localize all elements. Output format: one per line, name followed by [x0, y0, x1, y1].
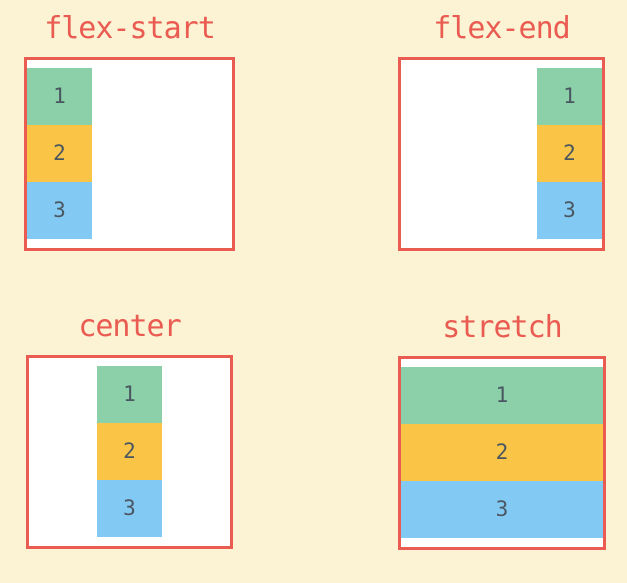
panel-title-stretch: stretch — [442, 310, 562, 345]
flex-item-3: 3 — [27, 182, 92, 239]
flex-item-2: 2 — [97, 423, 162, 480]
panel-flex-end: flex-end 1 2 3 — [398, 10, 605, 251]
flex-item-3: 3 — [401, 481, 603, 538]
flex-item-2: 2 — [27, 125, 92, 182]
panel-flex-start: flex-start 1 2 3 — [24, 10, 235, 251]
flex-item-2: 2 — [401, 424, 603, 481]
flex-item-3: 3 — [537, 182, 602, 239]
flex-container-center: 1 2 3 — [26, 355, 233, 549]
flex-container-flex-start: 1 2 3 — [24, 57, 235, 251]
panel-title-center: center — [78, 309, 181, 344]
panel-title-flex-end: flex-end — [433, 11, 571, 46]
flex-item-3: 3 — [97, 480, 162, 537]
flex-item-1: 1 — [27, 68, 92, 125]
flex-container-stretch: 1 2 3 — [398, 356, 606, 550]
flex-item-1: 1 — [401, 367, 603, 424]
panel-stretch: stretch 1 2 3 — [398, 309, 606, 550]
flex-container-flex-end: 1 2 3 — [398, 57, 605, 251]
flex-item-1: 1 — [537, 68, 602, 125]
flex-item-2: 2 — [537, 125, 602, 182]
flex-item-1: 1 — [97, 366, 162, 423]
panel-title-flex-start: flex-start — [44, 11, 216, 46]
panel-center: center 1 2 3 — [26, 308, 233, 549]
